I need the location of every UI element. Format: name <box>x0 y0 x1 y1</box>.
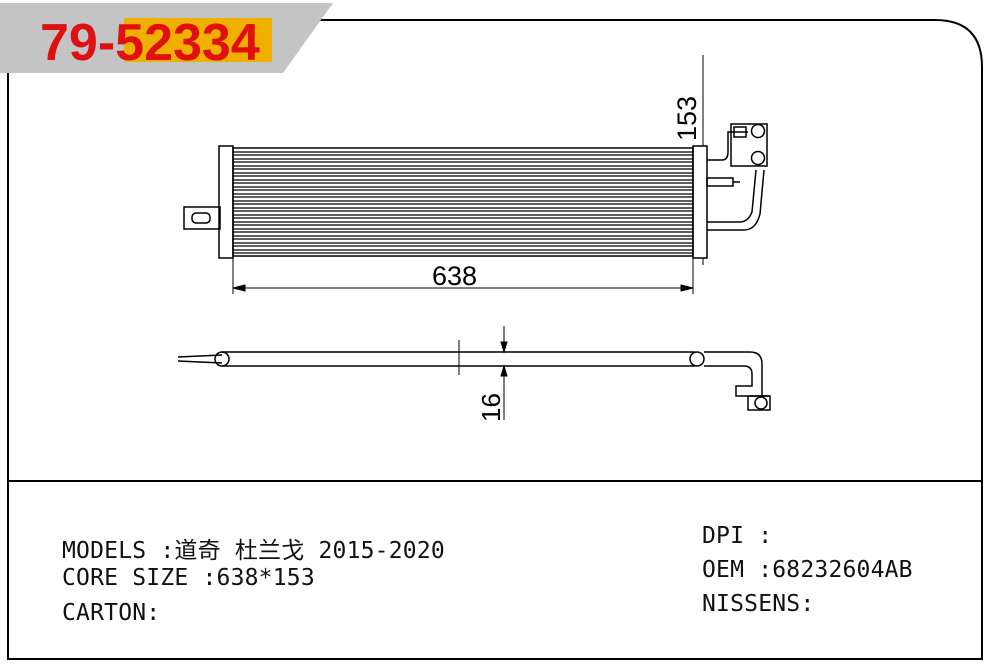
core-size-value: 638*153 <box>216 565 315 591</box>
title-banner: 79-52334 <box>0 3 333 73</box>
thickness-dimension-label: 16 <box>476 393 506 422</box>
oem-field: OEM :68232604AB <box>702 557 913 583</box>
fin-rows <box>233 151 693 254</box>
svg-text:79-52334: 79-52334 <box>40 14 260 72</box>
height-dimension-label: 153 <box>672 96 702 141</box>
left-tank <box>218 145 234 259</box>
part-number-prefix: 79- <box>40 14 115 72</box>
oem-value: 68232604AB <box>772 557 913 583</box>
thickness-dimension <box>458 326 510 420</box>
dpi-field: DPI : <box>702 523 772 549</box>
right-tank <box>692 145 708 259</box>
core-frame <box>232 147 694 257</box>
models-value: 道奇 杜兰戈 2015-2020 <box>174 538 445 564</box>
carton-field: CARTON: <box>62 600 160 626</box>
core-size-field: CORE SIZE :638*153 <box>62 565 315 591</box>
fitting-port-upper <box>750 123 766 139</box>
carton-label: CARTON: <box>62 600 161 626</box>
models-label: MODELS : <box>62 538 175 564</box>
width-dimension-label: 638 <box>432 261 477 291</box>
models-field: MODELS :道奇 杜兰戈 2015-2020 <box>62 531 445 565</box>
nissens-field: NISSENS: <box>702 591 814 617</box>
left-mount-bracket <box>183 206 221 230</box>
sheet-border <box>7 19 983 660</box>
oem-label: OEM : <box>702 557 773 583</box>
width-dimension <box>232 258 694 294</box>
cooler-front-view <box>183 123 768 259</box>
nissens-label: NISSENS: <box>702 591 815 617</box>
part-number-highlight: 52334 <box>115 14 260 72</box>
cooler-side-view <box>177 351 771 411</box>
highlight-box <box>124 18 272 62</box>
fitting-block <box>730 123 768 167</box>
core-size-label: CORE SIZE : <box>62 565 217 591</box>
side-fitting <box>754 396 768 410</box>
dpi-label: DPI : <box>702 523 773 549</box>
outlet-pipe-upper <box>707 131 748 161</box>
fitting-port-lower <box>750 150 766 166</box>
outlet-pipe-lower <box>707 169 757 223</box>
